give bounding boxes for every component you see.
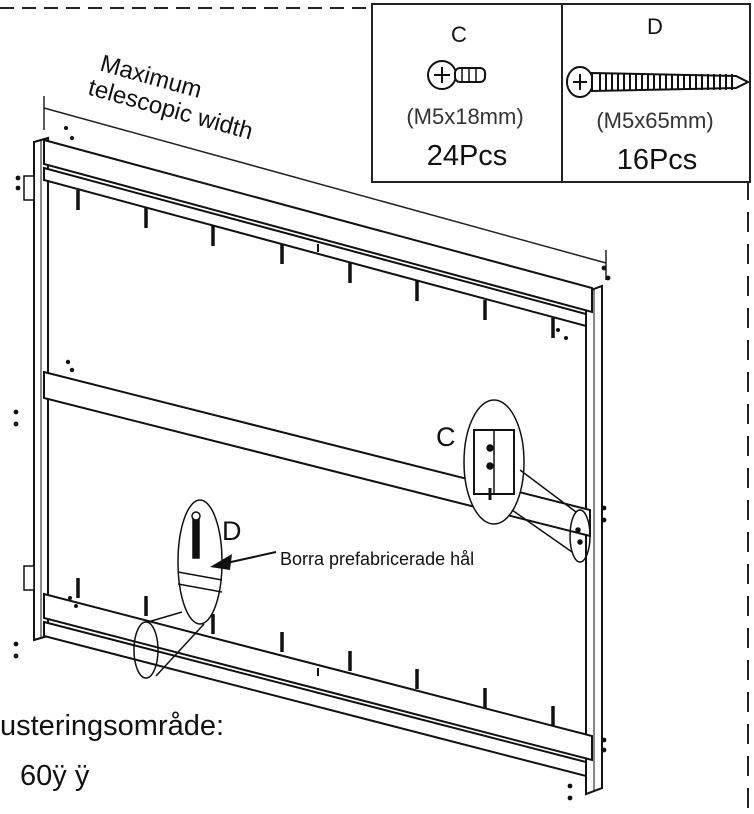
- callout-c-magnifier: [463, 399, 591, 563]
- bracket-upper: [23, 175, 35, 201]
- part-c-size: (M5x18mm): [406, 104, 524, 129]
- part-c-letter: C: [451, 22, 467, 47]
- top-screw-pins: [76, 190, 555, 338]
- parts-table-box: [371, 3, 751, 183]
- part-d-letter: D: [647, 14, 663, 39]
- part-d-size: (M5x65mm): [596, 108, 714, 133]
- bracket-lower: [23, 565, 35, 591]
- edge-screw-dots: [13, 126, 611, 801]
- adjustment-label: usteringsområde:: [0, 710, 225, 742]
- drill-callout-text: Borra prefabricerade hål: [280, 549, 475, 569]
- screw-d-icon: [566, 66, 751, 98]
- screw-c-icon: [427, 60, 486, 90]
- callout-d-letter: D: [222, 516, 242, 546]
- drill-arrow: [210, 551, 277, 570]
- part-d-quantity: 16Pcs: [616, 144, 698, 176]
- bottom-rail: [43, 592, 593, 778]
- callout-d-magnifier: [133, 499, 223, 679]
- callout-c-letter: C: [436, 422, 456, 452]
- dimension-line: [43, 96, 607, 280]
- adjustment-value: 60ÿ ÿ: [20, 760, 90, 792]
- right-post: [585, 284, 603, 796]
- part-c-quantity: 24Pcs: [426, 140, 508, 172]
- bottom-screw-pins: [76, 578, 555, 726]
- top-rail: [43, 138, 593, 328]
